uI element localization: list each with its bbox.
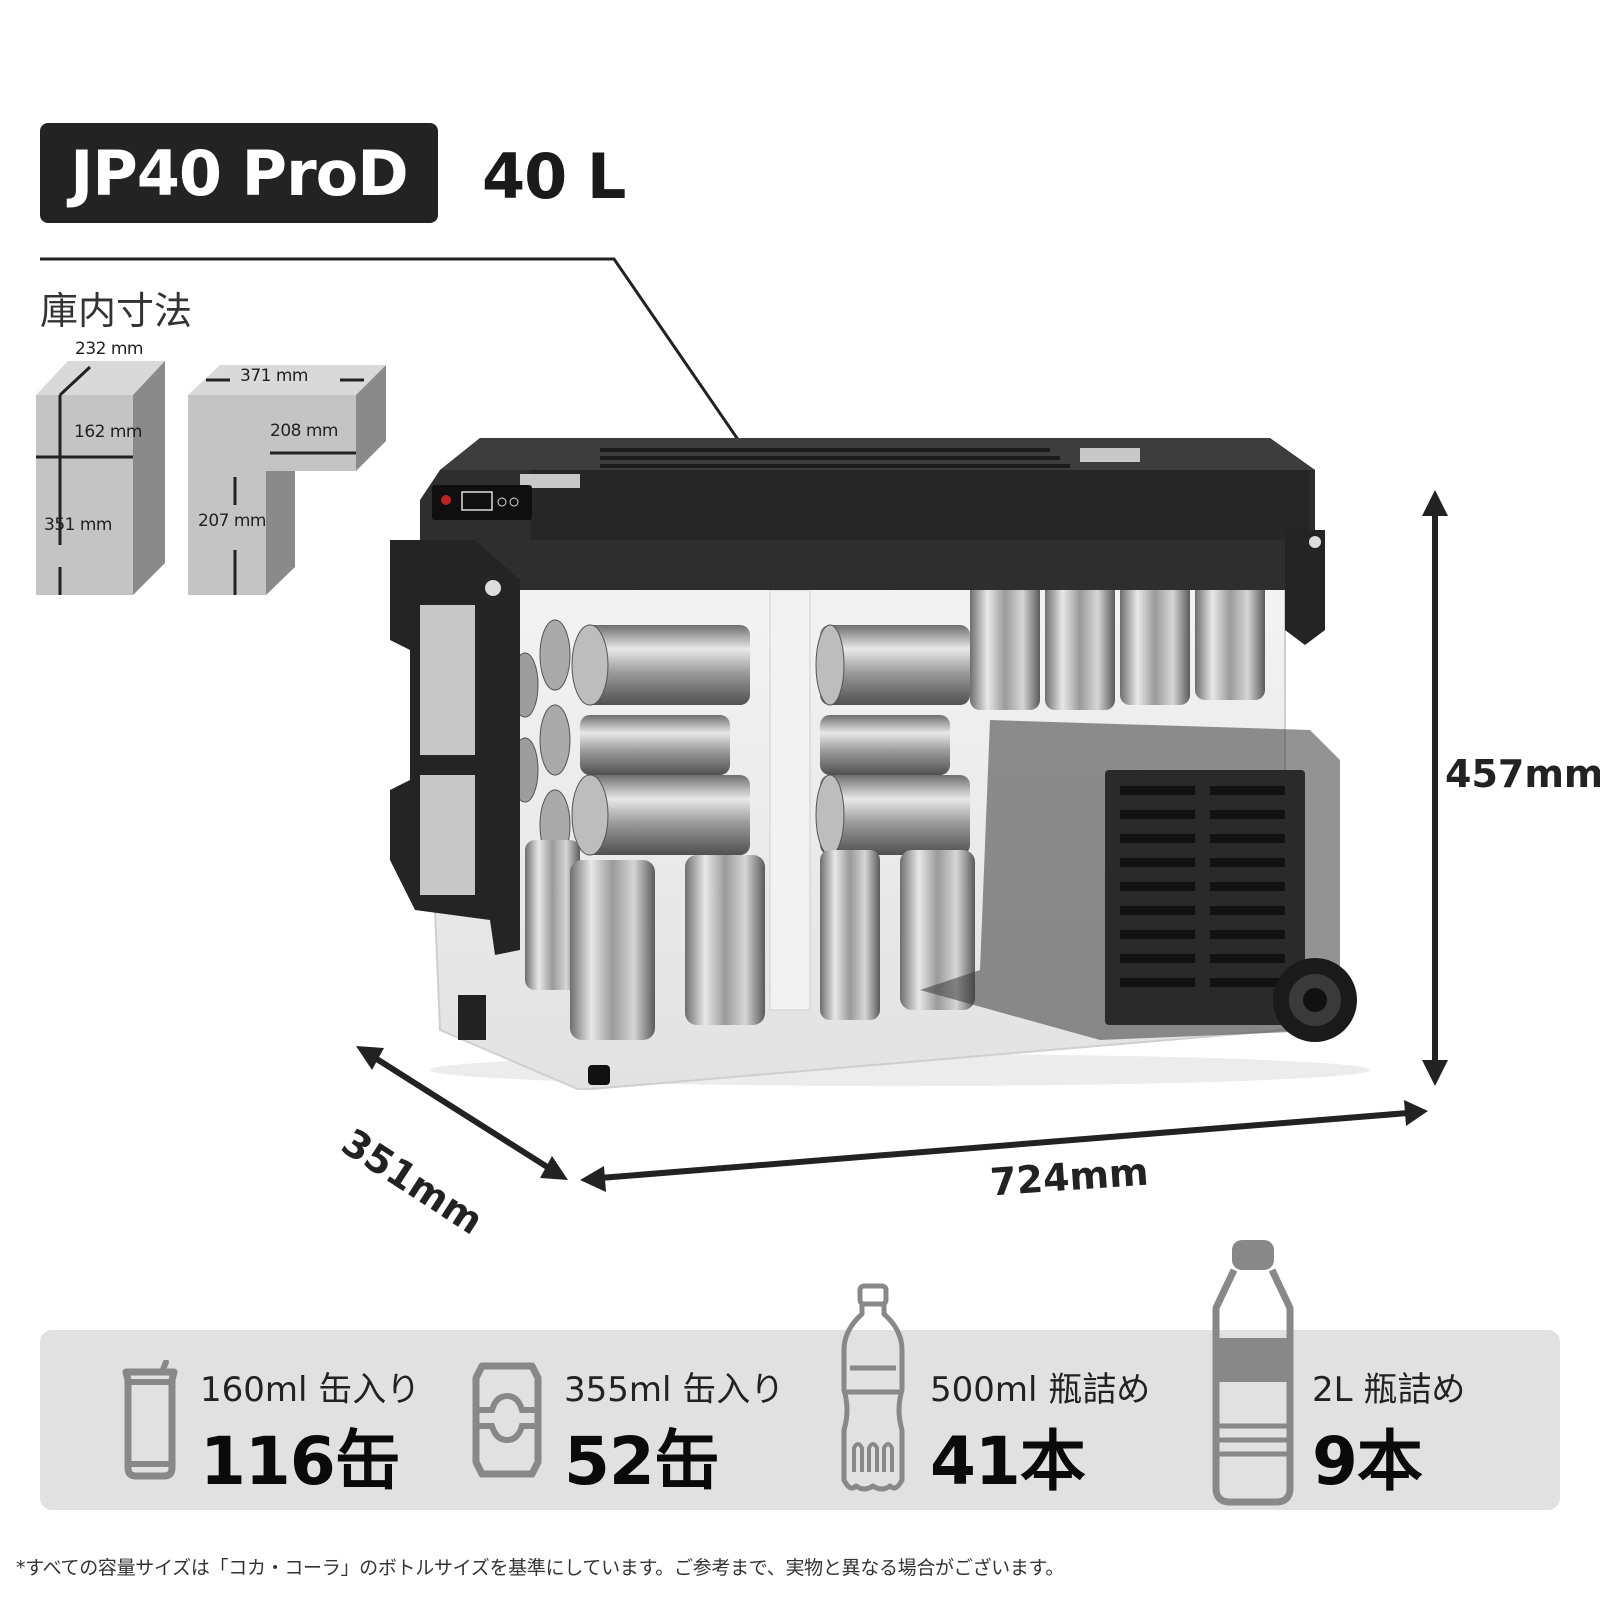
stat-label: 500ml 瓶詰め [930, 1370, 1151, 1410]
small-can-icon [122, 1360, 178, 1480]
inner-dimensions-diagram: 232 mm 162 mm 351 mm 371 mm 208 mm 207 m… [30, 339, 400, 595]
left-height-label: 351 mm [44, 515, 112, 535]
compartment-boxes-graphic [36, 361, 386, 595]
stat-label: 2L 瓶詰め [1312, 1370, 1466, 1410]
model-name: JP40 ProD [70, 136, 408, 210]
right-step-width-label: 208 mm [270, 421, 338, 441]
right-height-label: 207 mm [198, 511, 266, 531]
stat-label: 355ml 缶入り [564, 1370, 785, 1410]
right-top-width-label: 371 mm [240, 366, 308, 386]
inner-dimensions-title: 庫内寸法 [40, 289, 193, 333]
capacity-stats-panel: 160ml 缶入り 116缶 355ml 缶入り 52缶 500ml 瓶詰め 4… [40, 1240, 1560, 1510]
fridge-illustration [380, 430, 1370, 1092]
left-width-label: 162 mm [74, 422, 142, 442]
height-dimension-label: 457mm [1445, 752, 1600, 796]
fridge-graphic [390, 438, 1370, 1092]
stat-value: 9本 [1312, 1423, 1423, 1500]
2l-bottle-icon [1212, 1240, 1294, 1506]
left-depth-label: 232 mm [75, 339, 143, 359]
capacity-label: 40 L [482, 140, 626, 213]
stat-value: 41本 [930, 1423, 1086, 1500]
stat-160ml-can: 160ml 缶入り 116缶 [120, 1330, 450, 1510]
stat-355ml-can: 355ml 缶入り 52缶 [472, 1330, 812, 1510]
stat-500ml-bottle: 500ml 瓶詰め 41本 [838, 1283, 1178, 1510]
stat-value: 116缶 [200, 1423, 401, 1500]
width-dimension-label: 724mm [988, 1149, 1150, 1205]
stat-value: 52缶 [564, 1423, 720, 1500]
large-can-icon [472, 1362, 542, 1478]
model-badge: JP40 ProD [40, 123, 438, 223]
stat-label: 160ml 缶入り [200, 1370, 421, 1410]
stat-2l-bottle: 2L 瓶詰め 9本 [1210, 1240, 1550, 1510]
footnote: *すべての容量サイズは「コカ・コーラ」のボトルサイズを基準にしています。ご参考ま… [16, 1557, 1065, 1579]
500ml-bottle-icon [841, 1283, 905, 1492]
depth-dimension-label: 351mm [334, 1120, 491, 1244]
